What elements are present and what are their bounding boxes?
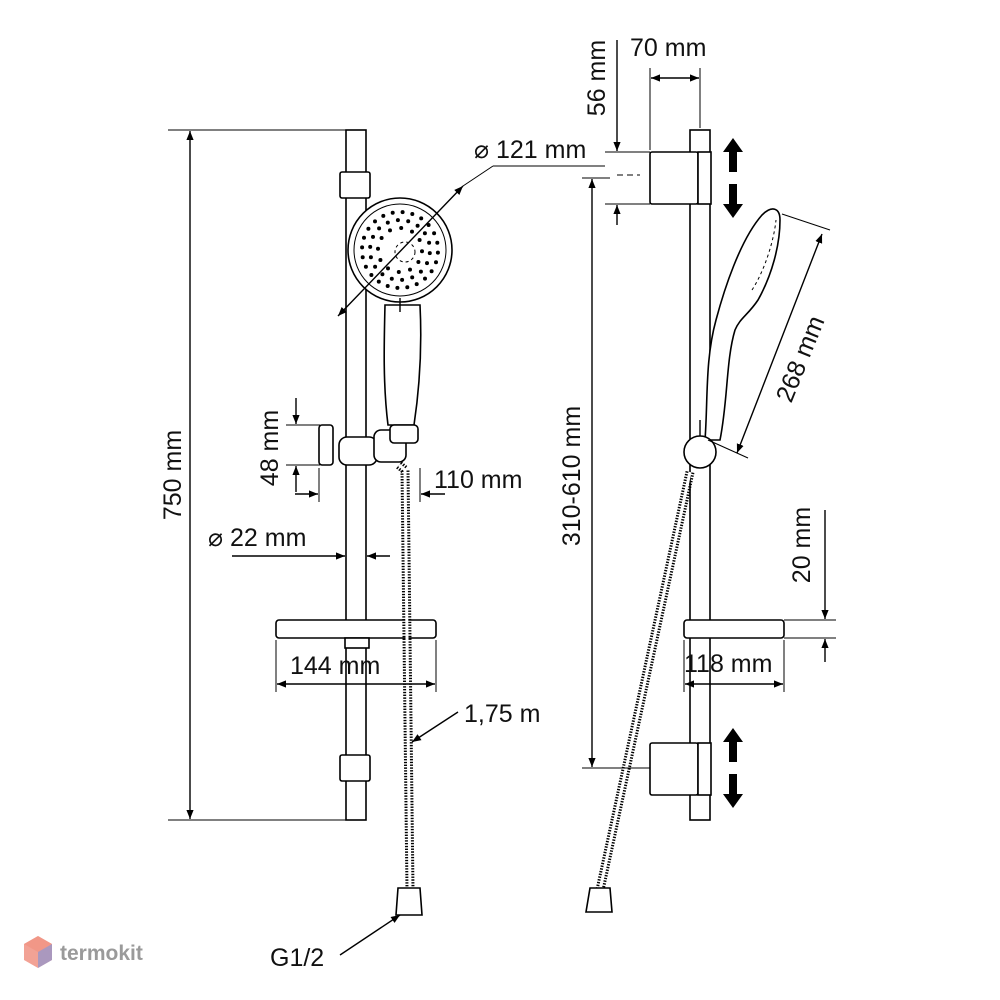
front-bottom-mount [339,754,371,782]
side-handset [704,208,781,441]
front-hose-connector [395,887,423,916]
nozzle-dot [410,275,415,280]
label-spacing-range: 310-610 mm [558,406,586,546]
label-connection: G1/2 [270,944,324,972]
bottom-movement-arrows [723,728,743,808]
nozzle-dot [368,255,373,260]
brand-logo: termokit [24,936,143,968]
nozzle-dot [362,235,366,240]
nozzle-dot [427,240,432,245]
nozzle-dot [395,285,400,290]
label-bracket-depth: 110 mm [434,466,522,494]
nozzle-dot [395,218,400,223]
nozzle-dot [435,240,440,245]
nozzle-dot [368,244,373,249]
nozzle-dot [423,276,427,281]
side-bottom-mount [649,742,699,796]
nozzle-dot [434,260,438,265]
nozzle-dot [376,246,380,251]
nozzle-dot [414,282,419,287]
side-rail [689,129,711,821]
nozzle-dot [427,251,432,256]
nozzle-dot [406,219,411,224]
nozzle-dot [376,279,381,284]
nozzle-dot [363,264,368,269]
nozzle-dot [408,267,412,272]
label-shelf-depth: 118 mm [684,650,772,678]
nozzle-dot [410,229,414,234]
label-height-total: 750 mm [159,430,187,520]
side-shelf [683,619,785,639]
nozzle-dot [396,270,401,274]
nozzle-dot [405,285,410,290]
side-top-mount [649,151,699,205]
label-rail-diameter: ⌀ 22 mm [208,524,306,552]
nozzle-dot [388,228,392,233]
nozzle-dot [425,261,429,266]
side-hose-connector [585,887,613,913]
nozzle-dot [385,220,390,225]
nozzle-dot [420,249,424,254]
label-top-mount-depth: 70 mm [630,34,706,62]
label-top-mount-height: 56 mm [583,40,611,116]
nozzle-dot [371,234,375,239]
nozzle-dot [422,231,427,236]
brand-logo-icon [24,936,52,968]
nozzle-dot [435,250,440,255]
nozzle-dot [379,236,384,240]
brand-logo-text: termokit [60,942,143,965]
front-shelf [275,619,437,649]
nozzle-dot [400,210,405,215]
top-movement-arrows [723,138,743,218]
label-shelf-height: 20 mm [788,507,816,583]
nozzle-dot [381,213,386,218]
nozzle-dot [429,269,434,274]
nozzle-dot [419,216,424,221]
nozzle-dot [373,219,377,224]
nozzle-dot [386,266,390,271]
nozzle-dot [373,264,378,269]
nozzle-dot [360,255,365,260]
nozzle-dot [385,284,390,288]
nozzle-dot [416,260,421,264]
front-view [275,129,453,916]
nozzle-dot [418,269,423,274]
side-view [585,129,785,913]
label-bracket-height: 48 mm [256,410,284,486]
nozzle-dot [360,245,365,250]
nozzle-dot [366,226,371,231]
nozzle-dot [369,273,374,277]
nozzle-dot [390,210,395,215]
label-shelf-width: 144 mm [290,652,380,680]
dimension-labels: 750 mm ⌀ 121 mm 48 mm 110 mm ⌀ 22 mm 144… [159,34,830,972]
dimension-lines [168,40,836,956]
label-head-diameter: ⌀ 121 mm [474,136,586,164]
nozzle-dot [415,223,420,228]
nozzle-dot [377,226,382,231]
nozzle-dot [410,212,415,216]
front-slide-bracket [318,424,419,466]
nozzle-dot [432,231,437,236]
label-handset-length: 268 mm [771,312,831,406]
nozzle-dot [400,277,405,282]
nozzle-dot [380,272,385,277]
nozzle-dot [389,276,394,281]
front-top-mount [339,171,371,199]
nozzle-dot [417,238,422,242]
nozzle-dot [399,226,404,230]
nozzle-dot [378,258,383,262]
label-hose-length: 1,75 m [464,700,540,728]
side-slide-knob [683,435,717,469]
